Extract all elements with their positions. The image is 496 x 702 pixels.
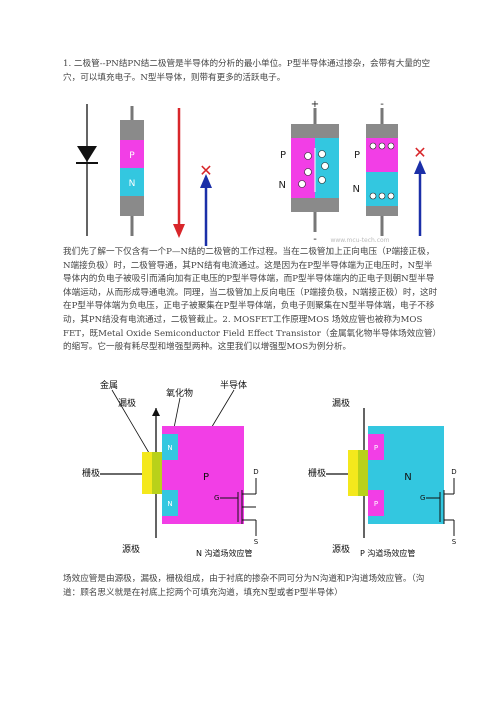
n-mos-symbol — [220, 478, 257, 536]
minus-sign: - — [380, 99, 384, 110]
sym-g: G — [214, 494, 219, 502]
label-source: 源极 — [122, 543, 140, 555]
sym-g: G — [420, 494, 425, 502]
n-label: N — [279, 180, 286, 191]
n-region — [366, 172, 398, 206]
sym-s: S — [254, 538, 259, 546]
diode-figure: P N ✕ + - P N - P N ✕ www.mcu-tech.com — [76, 99, 427, 246]
p-well-bottom — [368, 490, 384, 516]
caption-n-channel: N 沟道场效应管 — [196, 548, 253, 558]
minus-sign: - — [313, 234, 317, 245]
n-label: N — [129, 179, 136, 189]
watermark: www.mcu-tech.com — [330, 237, 389, 244]
diode-triangle-icon — [77, 146, 97, 162]
p-region — [291, 138, 315, 198]
label-oxide: 氧化物 — [166, 387, 193, 399]
p-label: P — [129, 151, 135, 161]
label-semiconductor: 半导体 — [220, 379, 247, 391]
p-region-label: P — [374, 444, 378, 452]
n-well-bottom — [162, 490, 178, 516]
plus-sign: + — [311, 99, 319, 110]
n-label: N — [353, 184, 360, 195]
label-source: 源极 — [332, 543, 350, 555]
electron-icons — [298, 150, 329, 188]
electron-icons — [369, 142, 395, 200]
closing-paragraph: 场效应管是由源极，漏极，栅极组成，由于衬底的掺杂不同可分为N沟道和P沟道场效应管… — [63, 574, 425, 598]
arrow-head-down-icon — [173, 224, 185, 238]
label-gate: 栅极 — [82, 467, 100, 479]
explanation-paragraph: 我们先了解一下仅含有一个P—N结的二极管的工作过程。当在二极管加上正向电压（P端… — [63, 247, 438, 353]
mosfet-figure: 金属 漏极 氧化物 半导体 栅极 源极 N N P D G S N 沟道场效应管… — [82, 379, 457, 558]
oxide-layer — [152, 452, 162, 494]
label-drain: 漏极 — [118, 397, 136, 409]
metal-gate — [348, 450, 358, 496]
n-region — [120, 168, 144, 196]
n-region-label: N — [167, 444, 172, 452]
arrow-head-up-icon — [414, 160, 426, 174]
sym-d: D — [451, 468, 456, 476]
intro-paragraph: 1. 二极管--PN结PN结二极管是半导体的分析的最小单位。P型半导体通过掺杂，… — [63, 59, 431, 83]
label-drain: 漏极 — [332, 397, 350, 409]
metal-gate — [142, 452, 152, 494]
p-region-label: P — [203, 472, 209, 483]
oxide-layer — [358, 450, 368, 496]
sym-s: S — [452, 538, 457, 546]
p-well-top — [368, 434, 384, 460]
p-label: P — [354, 150, 360, 161]
caption-p-channel: P 沟道场效应管 — [360, 548, 415, 558]
pointer-line — [209, 389, 235, 431]
n-region-label: N — [167, 500, 172, 508]
arrow-icon — [152, 408, 160, 416]
p-label: P — [280, 150, 286, 161]
p-region — [120, 140, 144, 168]
pointer-line — [111, 389, 153, 459]
cross-icon: ✕ — [413, 143, 426, 162]
arrow-head-up-icon — [200, 174, 212, 188]
n-well-top — [162, 434, 178, 460]
n-region-label: N — [404, 472, 411, 483]
label-metal: 金属 — [100, 379, 118, 391]
p-region-label: P — [374, 500, 378, 508]
cross-icon: ✕ — [199, 161, 212, 180]
label-gate: 栅极 — [308, 467, 326, 479]
sym-d: D — [253, 468, 258, 476]
p-mos-symbol — [426, 478, 455, 536]
